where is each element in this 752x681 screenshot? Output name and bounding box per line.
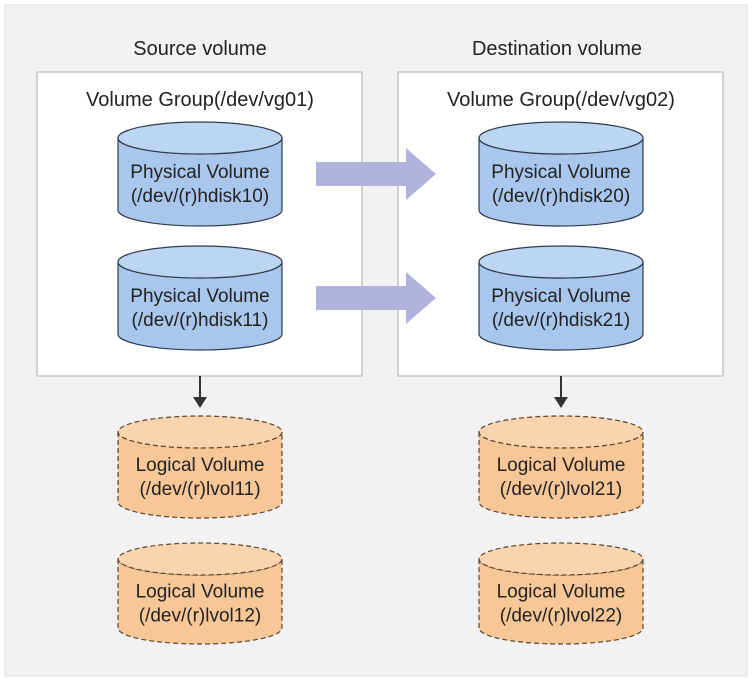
source-physical-volume-2-name: Physical Volume	[130, 286, 269, 307]
copy-arrow-hdisk10-to-hdisk20	[316, 148, 436, 200]
source-logical-volume-1: Logical Volume (/dev/(r)lvol11)	[117, 415, 283, 519]
destination-logical-volume-1-name: Logical Volume	[497, 455, 626, 476]
destination-logical-volume-2-name: Logical Volume	[497, 582, 626, 603]
destination-logical-volume-2-path: (/dev/(r)lvol22)	[500, 606, 622, 627]
source-logical-volume-2: Logical Volume (/dev/(r)lvol12)	[117, 542, 283, 645]
source-physical-volume-1: Physical Volume (/dev/(r)hdisk10)	[117, 121, 283, 227]
source-logical-volume-1-body	[117, 431, 283, 519]
destination-physical-volume-1-top	[478, 121, 644, 155]
destination-column-title: Destination volume	[472, 38, 642, 60]
destination-physical-volume-2-path: (/dev/(r)hdisk21)	[492, 310, 630, 331]
source-physical-volume-1-path: (/dev/(r)hdisk10)	[131, 186, 269, 207]
source-logical-volume-2-path: (/dev/(r)lvol12)	[139, 606, 261, 627]
source-physical-volume-1-name: Physical Volume	[130, 162, 269, 183]
destination-logical-volume-2: Logical Volume (/dev/(r)lvol22)	[478, 542, 644, 645]
source-physical-volume-2: Physical Volume (/dev/(r)hdisk11)	[117, 245, 283, 351]
source-logical-volume-1-name: Logical Volume	[136, 455, 265, 476]
source-column-title: Source volume	[133, 38, 266, 60]
destination-physical-volume-1-path: (/dev/(r)hdisk20)	[492, 186, 630, 207]
destination-logical-volume-1: Logical Volume (/dev/(r)lvol21)	[478, 415, 644, 519]
source-physical-volume-2-top	[117, 245, 283, 279]
destination-physical-volume-2-name: Physical Volume	[491, 286, 630, 307]
destination-physical-volume-1-name: Physical Volume	[491, 162, 630, 183]
destination-physical-volume-2: Physical Volume (/dev/(r)hdisk21)	[478, 245, 644, 351]
destination-logical-volume-1-body	[478, 431, 644, 519]
source-logical-volume-2-top	[117, 542, 283, 576]
copy-arrow-hdisk11-to-hdisk21	[316, 272, 436, 324]
volume-cylinders: Physical Volume(/dev/(r)hdisk10)Physical…	[117, 121, 644, 645]
destination-physical-volume-1: Physical Volume (/dev/(r)hdisk20)	[478, 121, 644, 227]
source-physical-volume-1-top	[117, 121, 283, 155]
destination-logical-volume-2-top	[478, 542, 644, 576]
source-physical-volume-2-path: (/dev/(r)hdisk11)	[132, 310, 269, 331]
destination-physical-volume-2-top	[478, 245, 644, 279]
source-logical-volume-2-name: Logical Volume	[136, 582, 265, 603]
destination-logical-volume-1-top	[478, 415, 644, 449]
destination-connector-arrowhead	[554, 397, 568, 408]
destination-volume-group-label: Volume Group(/dev/vg02)	[447, 89, 675, 111]
source-volume-group-label: Volume Group(/dev/vg01)	[86, 89, 314, 111]
source-logical-volume-1-path: (/dev/(r)lvol11)	[139, 479, 260, 500]
destination-logical-volume-1-path: (/dev/(r)lvol21)	[500, 479, 622, 500]
source-connector-arrowhead	[193, 397, 207, 408]
source-logical-volume-1-top	[117, 415, 283, 449]
